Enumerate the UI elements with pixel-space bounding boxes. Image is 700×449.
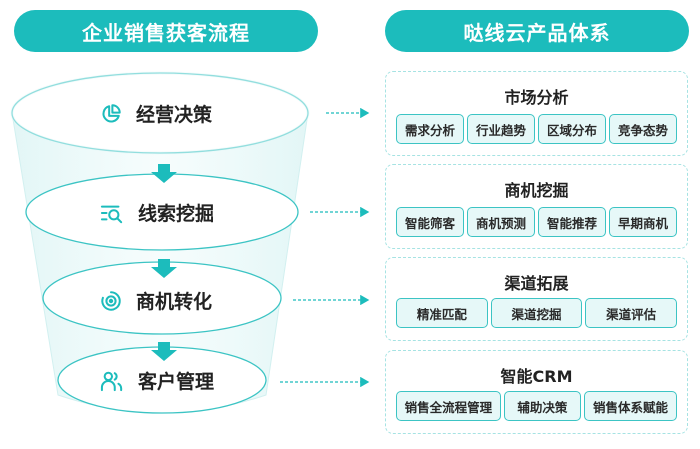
sales-process-header: 企业销售获客流程 — [14, 10, 318, 52]
stage-label-text: 商机转化 — [136, 291, 213, 313]
panel-title: 商机挖掘 — [504, 181, 569, 200]
feature-chip[interactable]: 智能推荐 — [538, 207, 606, 237]
pie-chart-icon — [102, 103, 121, 122]
list-search-icon — [100, 205, 123, 223]
feature-chip[interactable]: 区域分布 — [538, 114, 606, 144]
panel-title: 渠道拓展 — [504, 274, 569, 293]
feature-chip[interactable]: 竞争态势 — [609, 114, 677, 144]
panel-title: 市场分析 — [504, 88, 569, 107]
feature-chip[interactable]: 智能筛客 — [396, 207, 464, 237]
feature-chip[interactable]: 渠道评估 — [585, 298, 678, 328]
down-arrow-icon — [151, 164, 177, 183]
down-arrow-icon — [151, 259, 177, 278]
target-icon — [101, 290, 121, 311]
funnel-stage-2: 线索挖掘 — [100, 199, 214, 226]
feature-chip[interactable]: 渠道挖掘 — [490, 298, 583, 328]
stage-label-text: 经营决策 — [136, 104, 213, 126]
feature-chip[interactable]: 行业趋势 — [467, 114, 535, 144]
feature-chip[interactable]: 商机预测 — [467, 207, 535, 237]
stage-label-text: 客户管理 — [138, 371, 215, 393]
down-arrow-icon — [151, 342, 177, 361]
product-panel-market-analysis: 市场分析 需求分析 行业趋势 区域分布 竞争态势 — [385, 71, 688, 156]
stage-label-text: 线索挖掘 — [138, 203, 215, 225]
funnel-stage-3: 商机转化 — [100, 287, 212, 314]
feature-chip[interactable]: 需求分析 — [396, 114, 464, 144]
product-panel-channel-expansion: 渠道拓展 精准匹配 渠道挖掘 渠道评估 — [385, 257, 688, 341]
funnel-stage-1: 经营决策 — [100, 100, 212, 127]
feature-chip[interactable]: 销售体系赋能 — [584, 391, 677, 421]
product-system-header: 哒线云产品体系 — [385, 10, 689, 52]
feature-chip[interactable]: 早期商机 — [609, 207, 677, 237]
feature-chip[interactable]: 辅助决策 — [503, 391, 582, 421]
product-panel-opportunity-mining: 商机挖掘 智能筛客 商机预测 智能推荐 早期商机 — [385, 164, 688, 249]
feature-chip[interactable]: 精准匹配 — [396, 298, 488, 328]
product-panel-smart-crm: 智能CRM 销售全流程管理 辅助决策 销售体系赋能 — [385, 350, 688, 434]
feature-chip[interactable]: 销售全流程管理 — [396, 391, 501, 421]
users-icon — [100, 371, 123, 391]
funnel-stage-4: 客户管理 — [100, 367, 214, 394]
panel-title: 智能CRM — [500, 367, 573, 386]
